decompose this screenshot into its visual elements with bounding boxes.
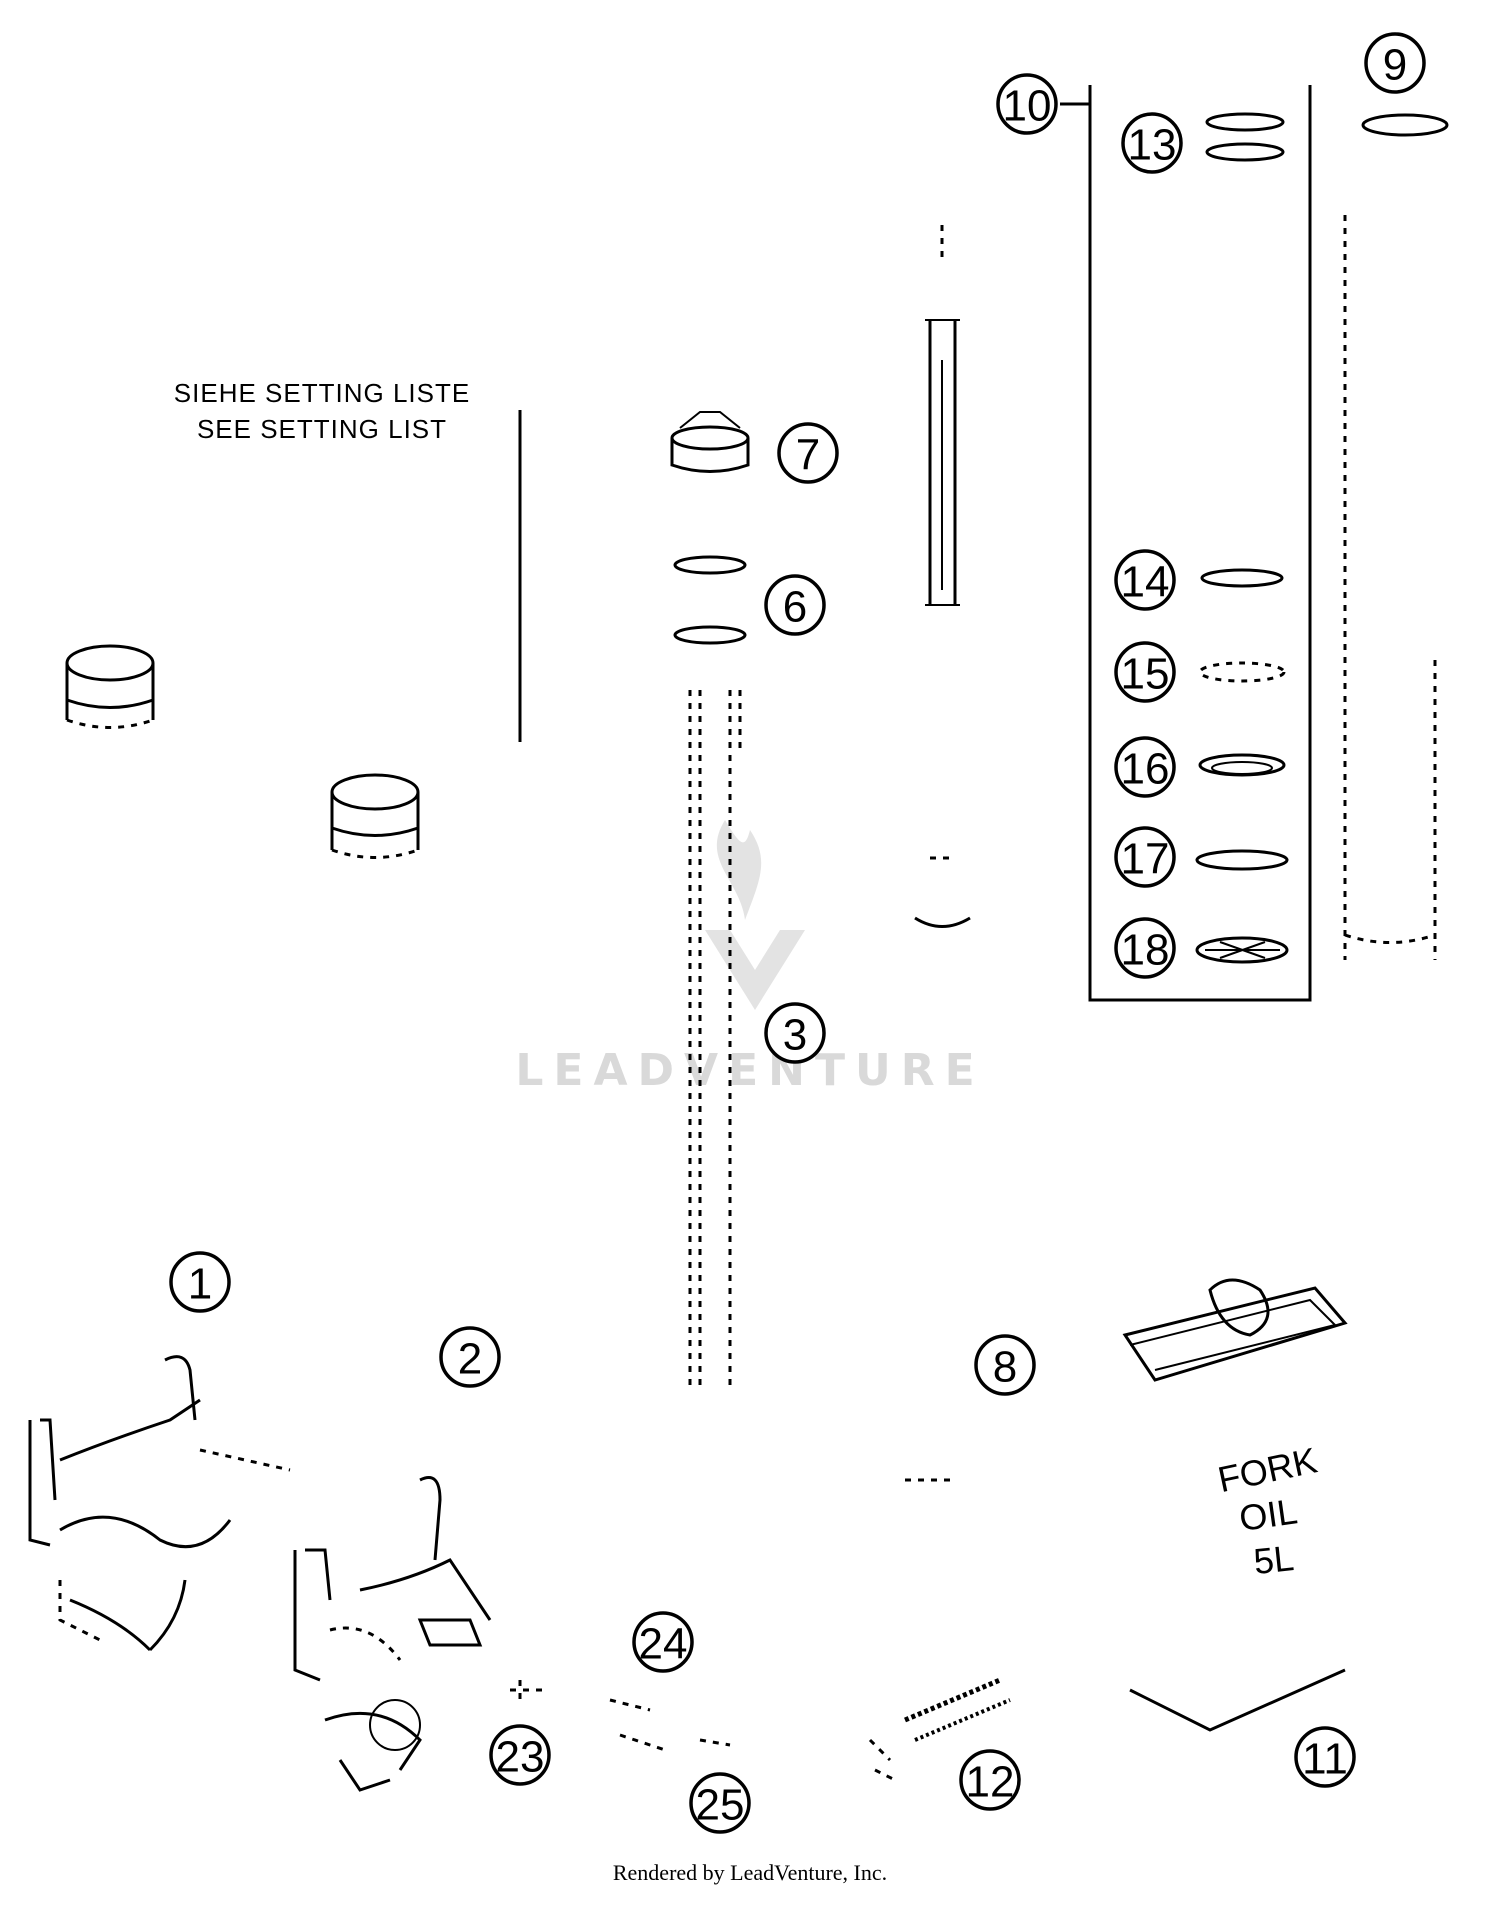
callout-18-label: 18: [1121, 926, 1170, 975]
callout-7: 7: [777, 422, 839, 484]
callout-2: 2: [439, 1326, 501, 1388]
callout-8: 8: [974, 1334, 1036, 1396]
callout-24: 24: [632, 1611, 694, 1673]
callout-23: 23: [489, 1724, 551, 1786]
callout-10-label: 10: [1003, 82, 1052, 131]
callout-2-label: 2: [458, 1335, 482, 1384]
callout-3-label: 3: [783, 1011, 807, 1060]
callout-23-label: 23: [496, 1733, 545, 1782]
part-2-fork-leg: [293, 1476, 492, 1792]
callout-8-label: 8: [993, 1343, 1017, 1392]
callout-1: 1: [169, 1251, 231, 1313]
spring-cylinder-middle: [330, 773, 420, 859]
note-line-2: SEE SETTING LIST: [197, 414, 447, 444]
callout-3: 3: [764, 1002, 826, 1064]
part-1-fork-leg: [28, 1355, 291, 1652]
outer-tube: [1343, 113, 1449, 960]
callout-13: 13: [1121, 112, 1183, 174]
oil-can-line-3: 5L: [1252, 1537, 1296, 1582]
part-6-washers: [673, 555, 747, 645]
callout-18: 18: [1114, 917, 1176, 979]
small-fasteners: [510, 1478, 950, 1782]
callout-24-label: 24: [639, 1620, 688, 1669]
watermark-text: LEADVENTURE: [515, 1045, 984, 1096]
callout-6: 6: [764, 574, 826, 636]
damper-rod: [914, 225, 971, 928]
setting-list-note: SIEHE SETTING LISTE SEE SETTING LIST: [174, 378, 522, 742]
callout-7-label: 7: [796, 431, 820, 480]
callout-25-label: 25: [696, 1781, 745, 1830]
callout-14-label: 14: [1121, 558, 1170, 607]
part-3-fork-spring: [688, 690, 742, 1385]
callout-1-label: 1: [188, 1260, 212, 1309]
spring-cylinder-left: [65, 644, 155, 729]
callout-12: 12: [959, 1749, 1021, 1811]
callout-17: 17: [1114, 826, 1176, 888]
callout-16-label: 16: [1121, 745, 1170, 794]
callout-6-label: 6: [783, 583, 807, 632]
callout-25: 25: [689, 1772, 751, 1834]
callout-12-label: 12: [966, 1758, 1015, 1807]
callout-9: 9: [1364, 32, 1426, 94]
part-11-fork-oil-can: FORK OIL 5L: [1122, 1278, 1348, 1732]
oil-can-line-1: FORK: [1214, 1439, 1320, 1500]
callout-17-label: 17: [1121, 835, 1170, 884]
leadventure-watermark: LEADVENTURE: [515, 820, 984, 1096]
part-7-cap: [670, 411, 750, 473]
callout-14: 14: [1114, 549, 1176, 611]
callout-13-label: 13: [1128, 121, 1177, 170]
callout-15-label: 15: [1121, 650, 1170, 699]
part-10-kit-box: [1060, 85, 1312, 1002]
credit-text: Rendered by LeadVenture, Inc.: [613, 1860, 887, 1885]
callout-15: 15: [1114, 641, 1176, 703]
note-line-1: SIEHE SETTING LISTE: [174, 378, 470, 408]
callout-16: 16: [1114, 736, 1176, 798]
callout-11: 11: [1294, 1726, 1356, 1788]
callout-11-label: 11: [1302, 1735, 1348, 1784]
callout-10: 10: [996, 73, 1058, 135]
callout-9-label: 9: [1383, 41, 1407, 90]
part-12-grease: [904, 1677, 1011, 1742]
oil-can-line-2: OIL: [1237, 1490, 1300, 1539]
